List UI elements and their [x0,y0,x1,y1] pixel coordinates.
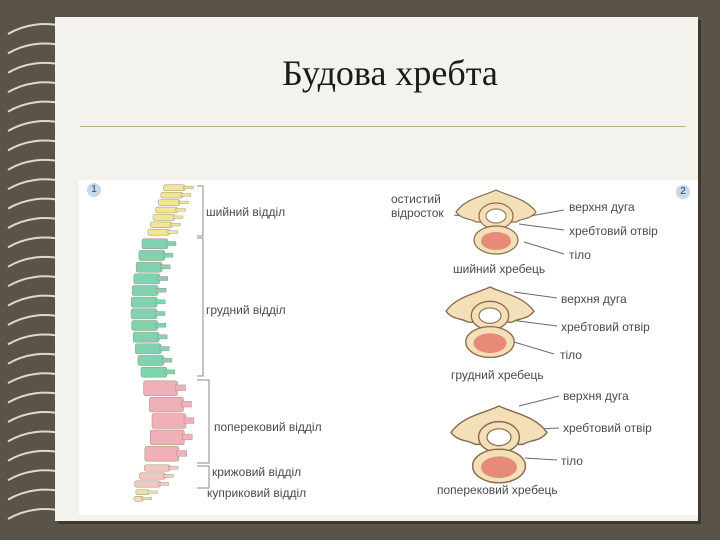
spinous-process-segment [155,322,166,328]
vertebra-segment [130,296,158,308]
spinous-process-segment [162,252,174,258]
spinous-process-segment [154,311,166,316]
vertebra-thoracic [445,286,535,359]
label-spinous-process: остистий відросток [391,192,444,220]
spine-illustration [130,184,565,502]
vertebra-segment [141,238,169,250]
section-brackets [197,185,210,489]
bracket-thoracic [197,237,204,377]
label-sacral: крижовий відділ [212,465,302,479]
lumbar-label-body: тіло [561,454,583,468]
vertebra-segment [131,285,159,296]
vertebra-segment [163,184,186,191]
vertebra-segment [137,355,165,366]
lumbar-label-canal: хребтовий отвір [563,421,652,435]
spine-figure: 1 2 ший [79,180,698,515]
cervical-label-upper-arch: верхня дуга [569,200,635,214]
vertebra-segment [144,446,180,462]
vertebra-segment [131,320,158,331]
spinous-process-segment [183,186,194,190]
spinous-process-segment [181,401,192,408]
spinous-process-segment [177,200,189,204]
spinous-process-segment [175,384,186,391]
spinous-process-segment [157,276,169,281]
spinous-process-segment [167,466,179,470]
spinous-process-segment [163,474,174,478]
spinous-process-segment [176,450,188,457]
thoracic-label-body: тіло [560,348,582,362]
spinous-process-segment [175,208,186,212]
bracket-cervical [197,185,204,237]
vertebra-segment [155,206,178,214]
spinous-process-segment [141,497,152,500]
spinous-process-segment [180,193,192,197]
spinous-process-segment [158,482,169,486]
figure-2-number-badge: 2 [676,185,690,199]
vertebra-segment [149,429,185,446]
spinous-process-segment [164,369,176,375]
figure-1-number-badge: 1 [87,183,101,197]
spinous-process-segment [156,334,168,340]
thoracic-label-canal: хребтовий отвір [561,320,650,334]
spinous-process-segment [172,215,184,219]
vertebra-segment [143,464,171,472]
vertebra-segment [140,366,168,378]
spinous-process-segment [147,490,158,494]
vertebra-segment [138,250,166,261]
label-cervical: шийний відділ [206,205,286,219]
bracket-sacral [197,465,210,489]
vertebra-segment [143,380,178,396]
spinous-process-segment [159,346,170,351]
vertebra-segment [132,331,160,343]
lumbar-caption: поперековий хребець [437,483,558,497]
spinous-process-segment [183,417,195,424]
spinous-process-segment [159,264,171,270]
vertebra-segment [151,413,187,429]
cervical-label-body: тіло [569,248,591,262]
spinous-process-segment [170,223,181,227]
spinous-process-segment [155,287,167,293]
thoracic-caption: грудний хребець [451,368,544,382]
label-thoracic: грудний відділ [206,303,286,317]
spinous-process-segment [154,299,166,305]
vertebra-segment [150,221,173,229]
lumbar-label-upper-arch: верхня дуга [563,389,629,403]
label-lumbar: поперековий відділ [214,420,322,434]
spinous-process-segment [165,241,177,246]
vertebra-segment [130,308,158,320]
vertebra-segment [160,191,184,199]
spinous-process-segment [182,433,193,441]
vertebra-segment [133,273,161,285]
cervical-caption: шийний хребець [453,262,546,276]
vertebra-segment [134,480,161,488]
vertebra-segment [152,214,176,221]
vertebra-segment [135,343,162,355]
vertebra-segment [149,396,184,413]
vertebra-segment [147,229,171,236]
thoracic-label-upper-arch: верхня дуга [561,292,627,306]
slide-title: Будова хребта [282,53,498,93]
vertebra-segment [135,261,163,273]
vertebra-segment [157,199,181,206]
spinous-process-segment [167,230,179,234]
spine-column [130,184,195,502]
bracket-lumbar [197,379,210,464]
title-divider [80,126,686,127]
cervical-label-canal: хребтовий отвір [569,224,658,238]
vertebra-segment [139,472,166,480]
vertebra-lumbar [450,405,548,484]
vertebra-cervical [455,189,537,255]
spinous-process-segment [161,357,173,363]
label-coccygeal: куприковий відділ [207,486,307,500]
